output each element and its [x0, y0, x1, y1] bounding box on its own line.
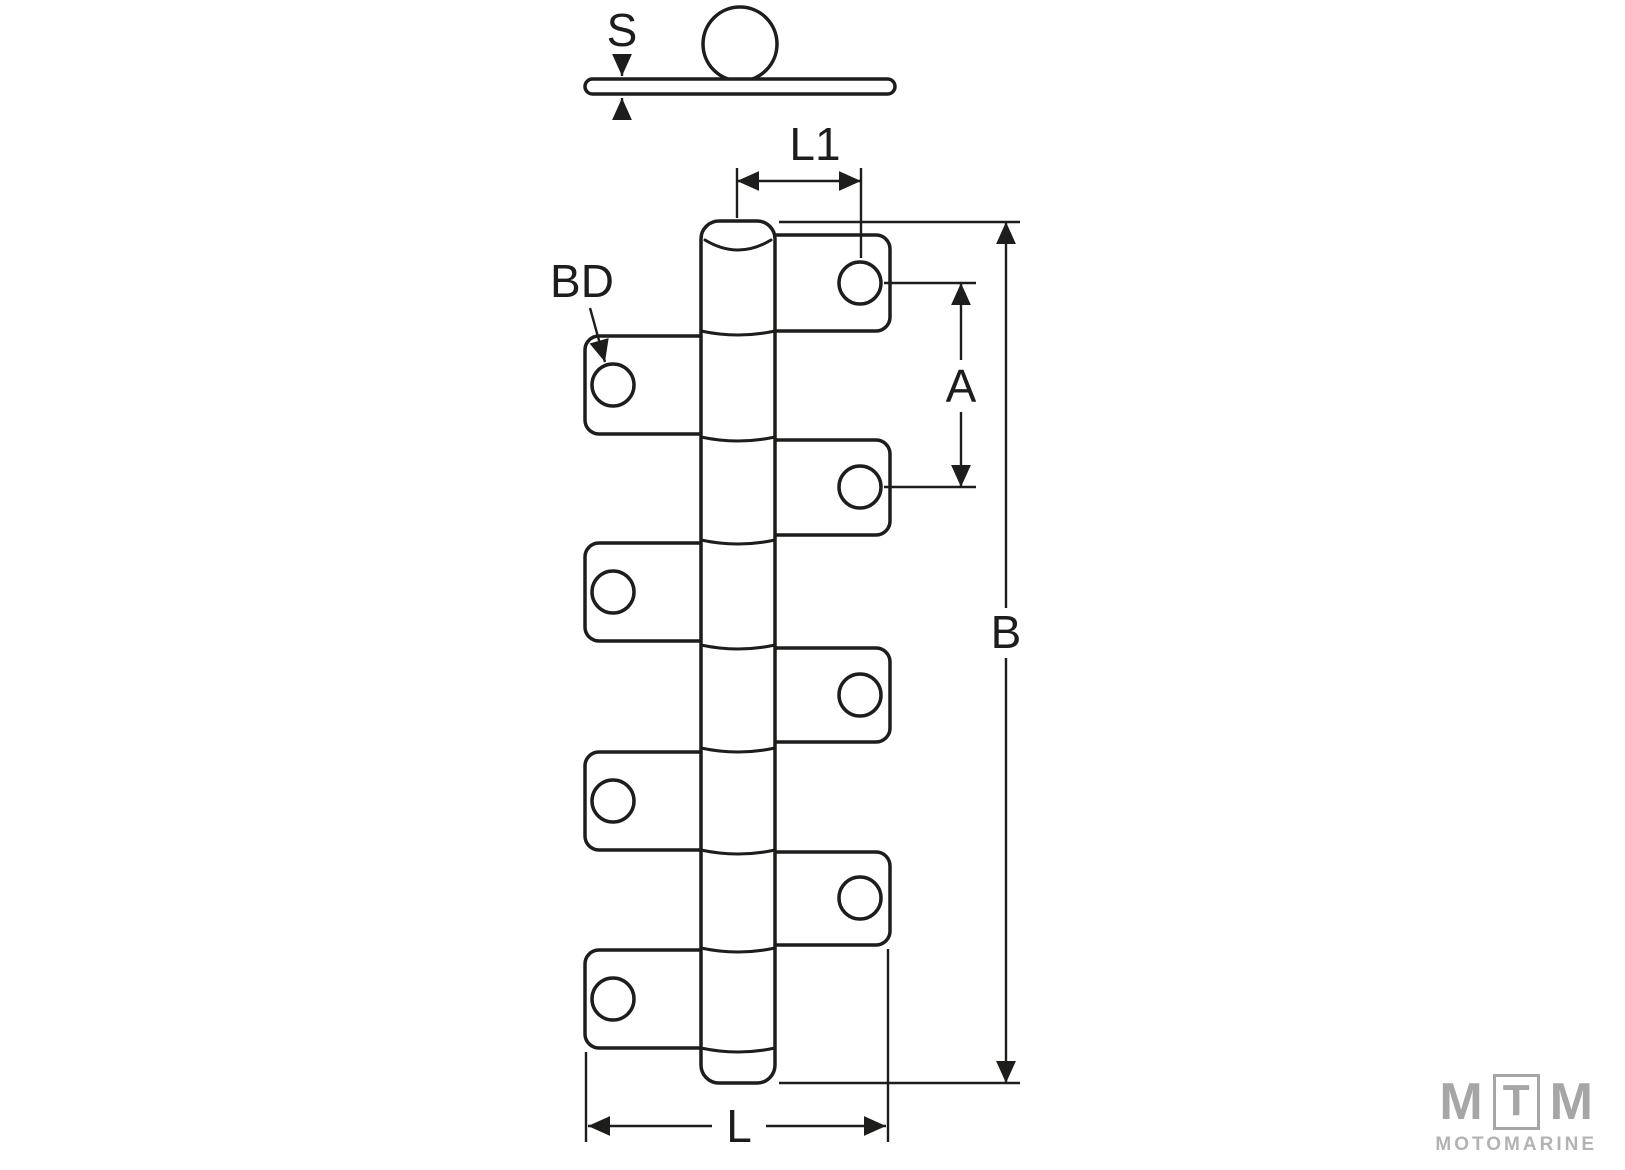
screw-hole-right-2 [837, 464, 883, 510]
callout-bd: BD [550, 255, 614, 363]
knuckle-division-8 [699, 1046, 777, 1054]
hinge-front-view [583, 219, 892, 1085]
logo-letter-m2: M [1549, 1072, 1593, 1131]
dimension-l: L [584, 949, 890, 1152]
screw-hole-left-2 [590, 569, 636, 615]
section-knuckle-circle [701, 5, 779, 83]
knuckle-division-2 [699, 435, 777, 443]
dim-label-b: B [991, 606, 1022, 658]
bore-label: BD [550, 255, 614, 307]
knuckle-division-6 [699, 848, 777, 856]
cross-section-view: S [583, 4, 897, 120]
hinge-barrel [699, 219, 777, 1085]
knuckle-division-5 [699, 746, 777, 754]
screw-hole-left-3 [590, 778, 636, 824]
screw-hole-left-1 [590, 362, 636, 408]
screw-hole-left-4 [590, 976, 636, 1022]
dim-label-s: S [607, 4, 638, 56]
dimension-l1: L1 [735, 118, 863, 258]
knuckle-division-7 [699, 946, 777, 954]
logo-letter-t: T [1492, 1073, 1540, 1130]
knuckle-division-1 [699, 329, 777, 337]
dim-label-l1: L1 [789, 118, 840, 170]
dimension-b: B [779, 220, 1022, 1085]
logo-letter-m1: M [1439, 1072, 1483, 1131]
screw-hole-right-4 [837, 875, 883, 921]
knuckle-division-3 [699, 538, 777, 546]
dimension-a: A [884, 281, 977, 489]
logo-letters: M T M [1435, 1072, 1597, 1131]
logo: M T M MOTOMARINE [1435, 1072, 1597, 1156]
section-plate [583, 77, 897, 96]
dim-label-l: L [726, 1100, 752, 1152]
bd-leader-line [588, 307, 609, 363]
knuckle-division-4 [699, 643, 777, 651]
logo-subtitle: MOTOMARINE [1435, 1134, 1597, 1155]
barrel-opening-arc [703, 238, 773, 252]
dim-label-a: A [946, 360, 977, 412]
screw-hole-right-3 [837, 672, 883, 718]
screw-hole-right-1 [837, 260, 883, 306]
